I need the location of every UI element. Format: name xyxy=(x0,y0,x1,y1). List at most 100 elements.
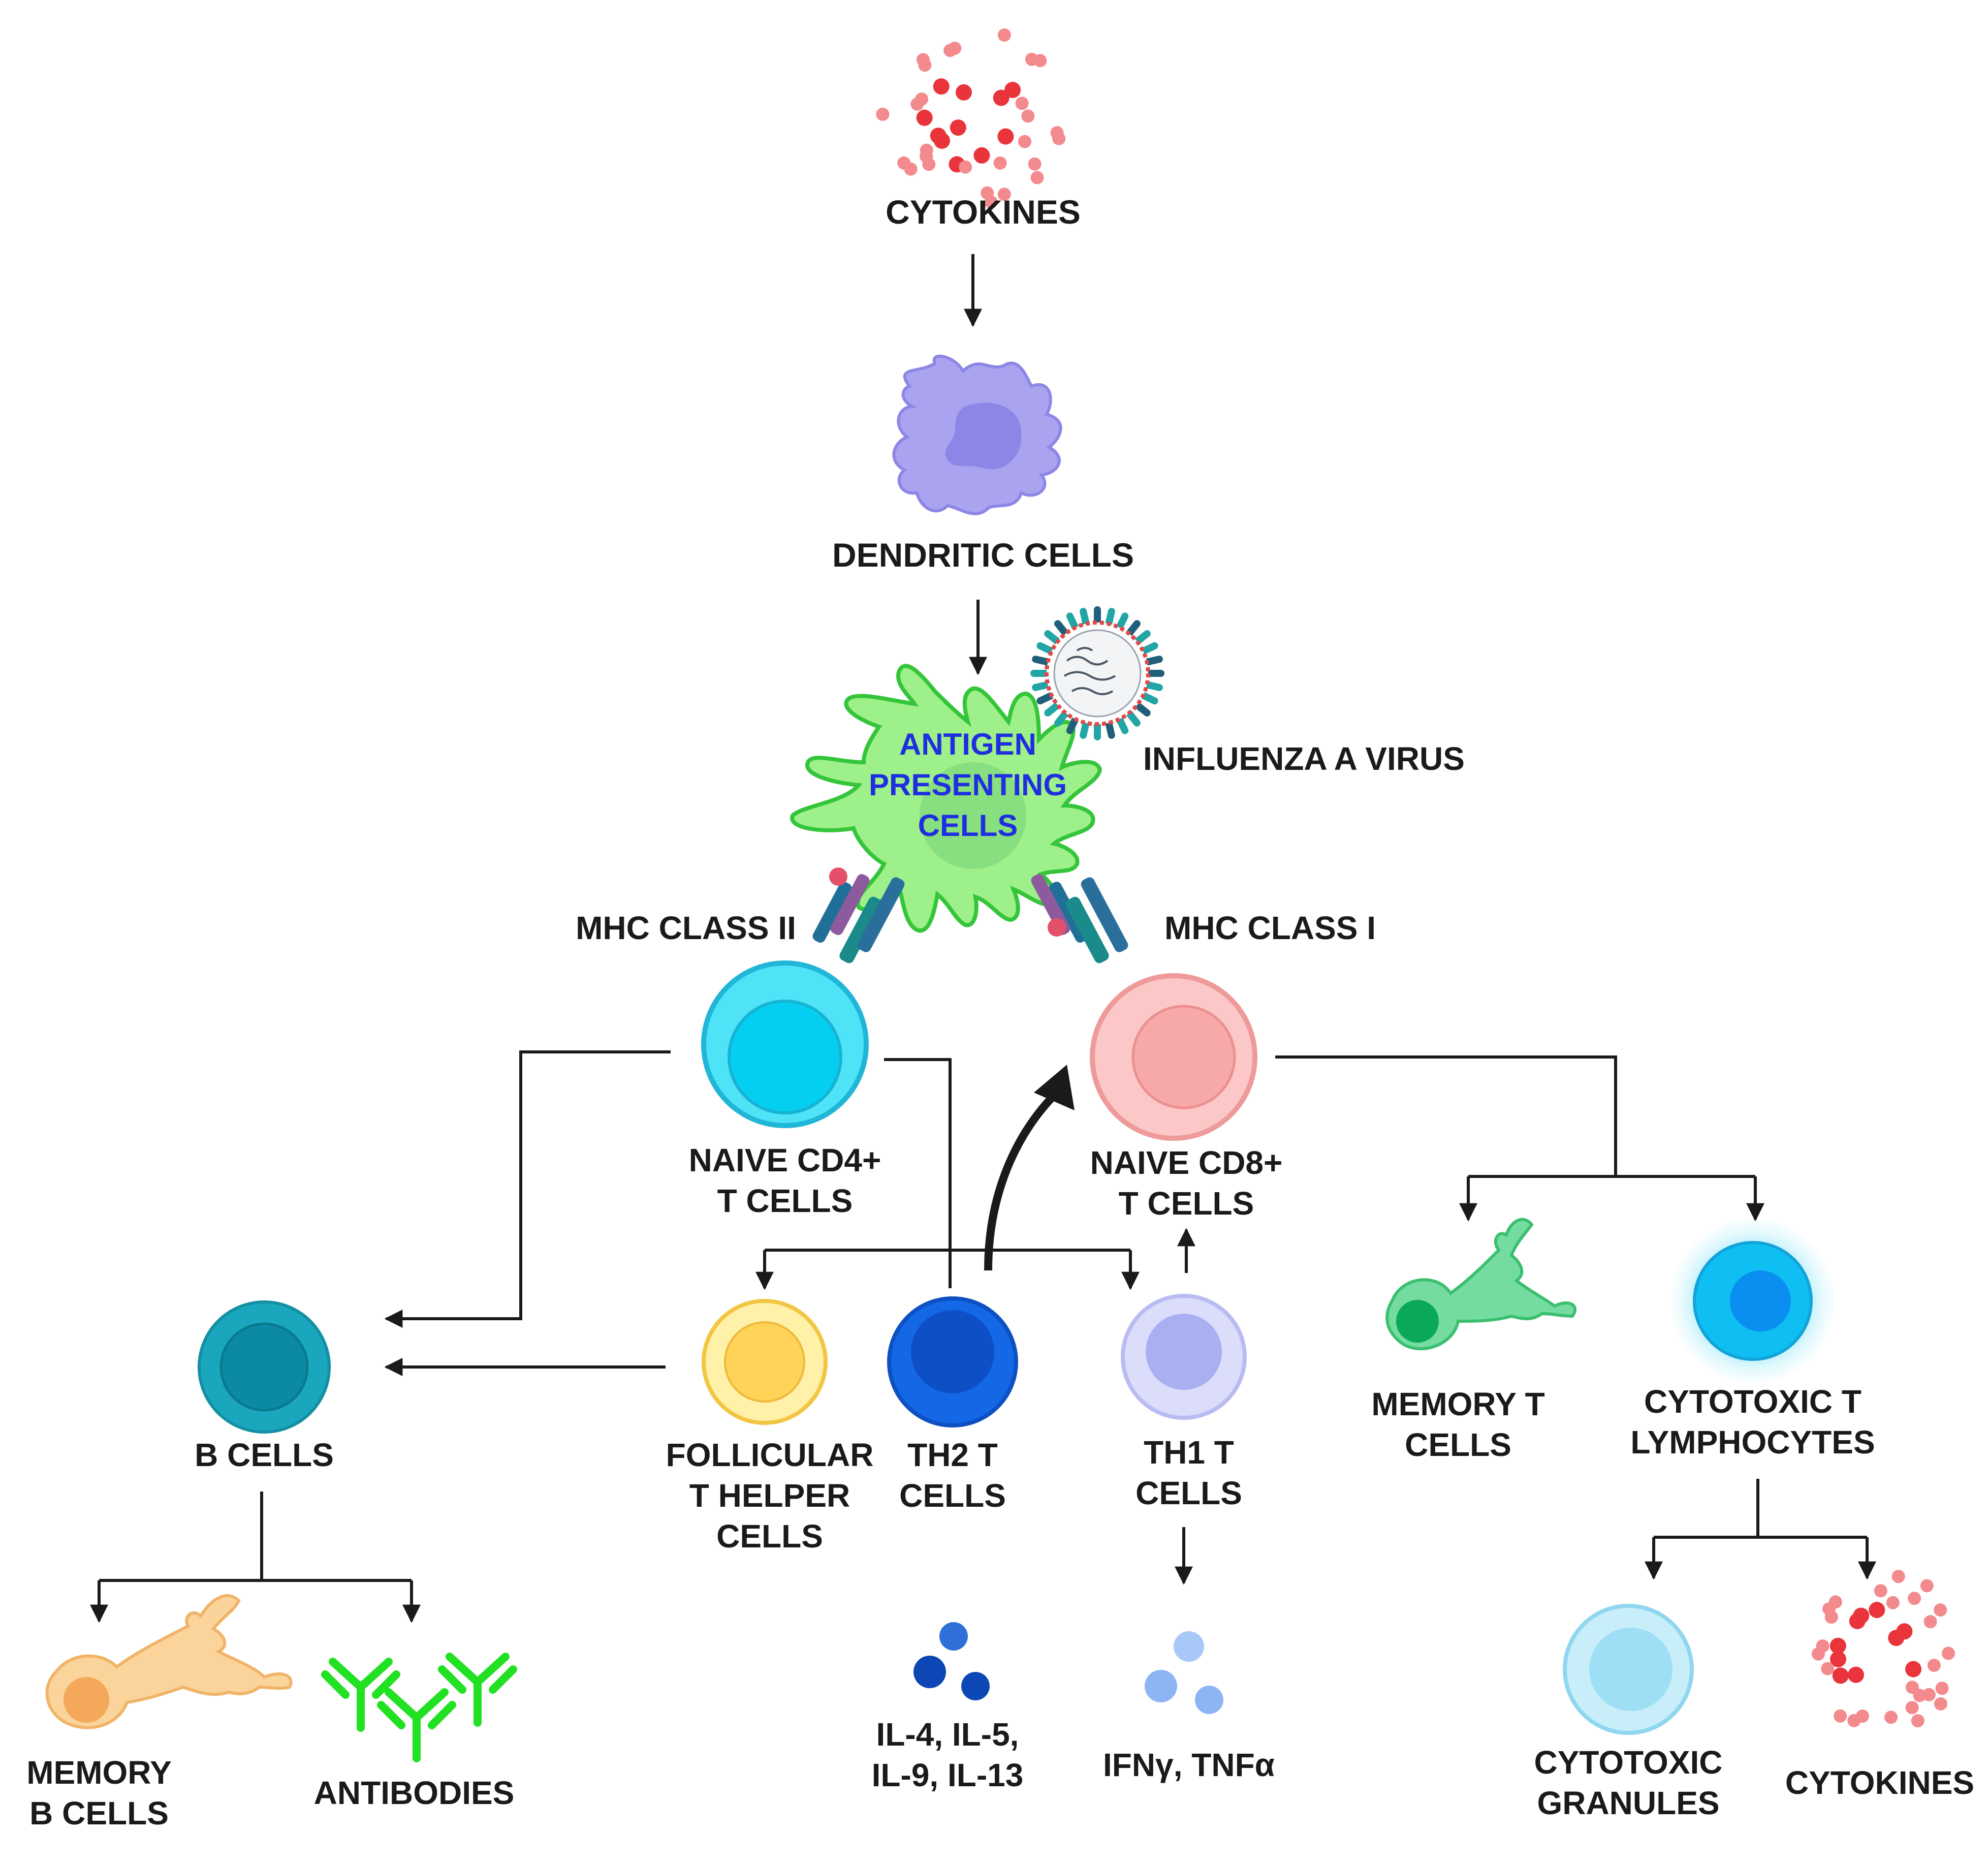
cytokine-dot xyxy=(1834,1709,1847,1723)
cytokine-dot xyxy=(1891,1570,1905,1583)
il-label-line1: IL-4, IL-5, xyxy=(876,1716,1019,1753)
cytokine-dot xyxy=(876,107,890,121)
tfh-label-line3: CELLS xyxy=(716,1518,823,1555)
virus-spike xyxy=(1125,709,1141,727)
cytokine-dot xyxy=(973,147,990,164)
cytokine-dot xyxy=(993,89,1009,106)
cytokine-dot xyxy=(959,160,972,174)
cytokine-dot xyxy=(1941,1646,1955,1660)
cytokine-dot xyxy=(1927,1659,1941,1672)
ctl-label-line2: LYMPHOCYTES xyxy=(1630,1424,1875,1461)
cytokine-dot xyxy=(997,188,1011,201)
virus-spike xyxy=(1133,630,1151,645)
cytokines-bottom-label: CYTOKINES xyxy=(1785,1764,1974,1801)
influenza-label: INFLUENZA A VIRUS xyxy=(1143,740,1465,777)
follicular-t-helper-cell-icon xyxy=(702,1299,828,1425)
memory-t-label-line2: CELLS xyxy=(1405,1426,1511,1463)
memory-b-label-line2: B CELLS xyxy=(29,1795,169,1831)
cytokine-dot xyxy=(1935,1682,1949,1695)
b-cell-icon xyxy=(198,1300,331,1434)
mhc-class-i-label: MHC CLASS I xyxy=(1164,910,1376,946)
tfh-label-line1: FOLLICULAR xyxy=(666,1437,874,1473)
virus-spike xyxy=(1032,681,1052,691)
cytotoxic-granules-icon xyxy=(1563,1604,1694,1735)
cytotoxic-t-lymphocyte-icon xyxy=(1671,1220,1834,1382)
dendritic-cell-icon xyxy=(892,354,1062,515)
cytokine-dot xyxy=(897,156,911,170)
cytokine-dot xyxy=(997,128,1014,145)
virus-spike xyxy=(1032,656,1052,666)
cytokine-dot xyxy=(1052,132,1066,145)
th1-label-line2: CELLS xyxy=(1135,1475,1242,1511)
virus-spike xyxy=(1044,630,1061,645)
cytokine-dot xyxy=(1004,82,1021,98)
cytokine-dot xyxy=(943,44,957,57)
ifn-label: IFNγ, TNFα xyxy=(1103,1747,1275,1783)
virus-spike xyxy=(1080,719,1090,739)
ifn-tnf-cytokines-icon xyxy=(1145,1631,1223,1714)
cytokine-dot xyxy=(1824,1610,1838,1624)
influenza-virus-icon xyxy=(1030,606,1164,740)
cytokine-dot xyxy=(1832,1667,1849,1684)
virus-spike xyxy=(1054,620,1069,637)
virus-spike xyxy=(1125,620,1141,637)
cytokine-dot xyxy=(1829,1637,1846,1654)
memory-b-cell-icon xyxy=(45,1594,293,1729)
granules-label-line2: GRANULES xyxy=(1537,1785,1719,1821)
cytokine-dot xyxy=(933,78,950,95)
memory-t-label-line1: MEMORY T xyxy=(1371,1386,1544,1422)
cytokine-dot xyxy=(916,109,933,126)
cytokine-dot xyxy=(1908,1592,1921,1605)
cd4-label-line2: T CELLS xyxy=(717,1183,853,1219)
cytokine-dot xyxy=(956,84,972,101)
cd8-label-line2: T CELLS xyxy=(1119,1185,1254,1222)
virus-spike xyxy=(1066,612,1079,631)
cytokine-dot xyxy=(993,156,1007,170)
cytokine-dot xyxy=(997,28,1011,42)
virus-spike xyxy=(1036,642,1055,655)
virus-spike xyxy=(1105,719,1115,739)
th2-label-line1: TH2 T xyxy=(907,1437,998,1473)
virus-spike xyxy=(1080,608,1090,628)
cytokine-dot xyxy=(1911,1714,1924,1728)
cytokine-dot xyxy=(1934,1697,1947,1711)
cytokine-particles-bottom xyxy=(1811,1570,1955,1728)
virus-spike xyxy=(1036,692,1055,705)
cytokine-dot xyxy=(1923,1615,1937,1629)
memory-b-label-line1: MEMORY xyxy=(26,1754,172,1791)
connector-cd4-to-th-split xyxy=(884,1058,952,1288)
connector-cd4-to-b-cells xyxy=(384,1050,671,1328)
apc-label-line3: CELLS xyxy=(918,809,1018,843)
cytokine-dot xyxy=(920,143,933,157)
cytokine-dot xyxy=(930,128,946,144)
antibodies-label: ANTIBODIES xyxy=(314,1775,515,1811)
virus-spike xyxy=(1143,656,1163,666)
cd8-label-line1: NAIVE CD8+ xyxy=(1090,1144,1283,1181)
il-label-line2: IL-9, IL-13 xyxy=(872,1757,1024,1793)
cytokine-dot xyxy=(1025,52,1038,66)
dendritic-cells-label: DENDRITIC CELLS xyxy=(832,536,1134,574)
virus-spike xyxy=(1133,701,1151,717)
tfh-label-line2: T HELPER xyxy=(689,1477,850,1514)
cytokine-dot xyxy=(1896,1623,1913,1640)
virus-spike xyxy=(1116,716,1129,734)
naive-cd4-t-cell-icon xyxy=(701,960,869,1128)
cytokine-dot xyxy=(1886,1596,1900,1609)
cytokine-dot xyxy=(1830,1651,1846,1667)
cytokine-dot xyxy=(917,53,930,67)
th1-label-line1: TH1 T xyxy=(1144,1434,1234,1471)
connector-cd8-right xyxy=(1275,1055,1617,1176)
cytokine-dot xyxy=(1811,1647,1825,1661)
memory-t-cell-icon xyxy=(1385,1218,1576,1350)
cytokine-dot xyxy=(1905,1701,1919,1715)
th2-label-line2: CELLS xyxy=(899,1477,1006,1514)
cytokine-dot xyxy=(1848,1666,1864,1683)
apc-label-line2: PRESENTING xyxy=(869,768,1067,802)
b-cells-label: B CELLS xyxy=(195,1437,334,1473)
mhc-class-i-receptor-icon xyxy=(1031,874,1128,964)
ctl-label-line1: CYTOTOXIC T xyxy=(1644,1383,1861,1420)
virus-spike xyxy=(1044,701,1061,717)
antibodies-icon xyxy=(321,1653,517,1762)
arrow-th2-to-cd8-head xyxy=(1034,1065,1075,1110)
naive-cd8-t-cell-icon xyxy=(1090,973,1257,1141)
